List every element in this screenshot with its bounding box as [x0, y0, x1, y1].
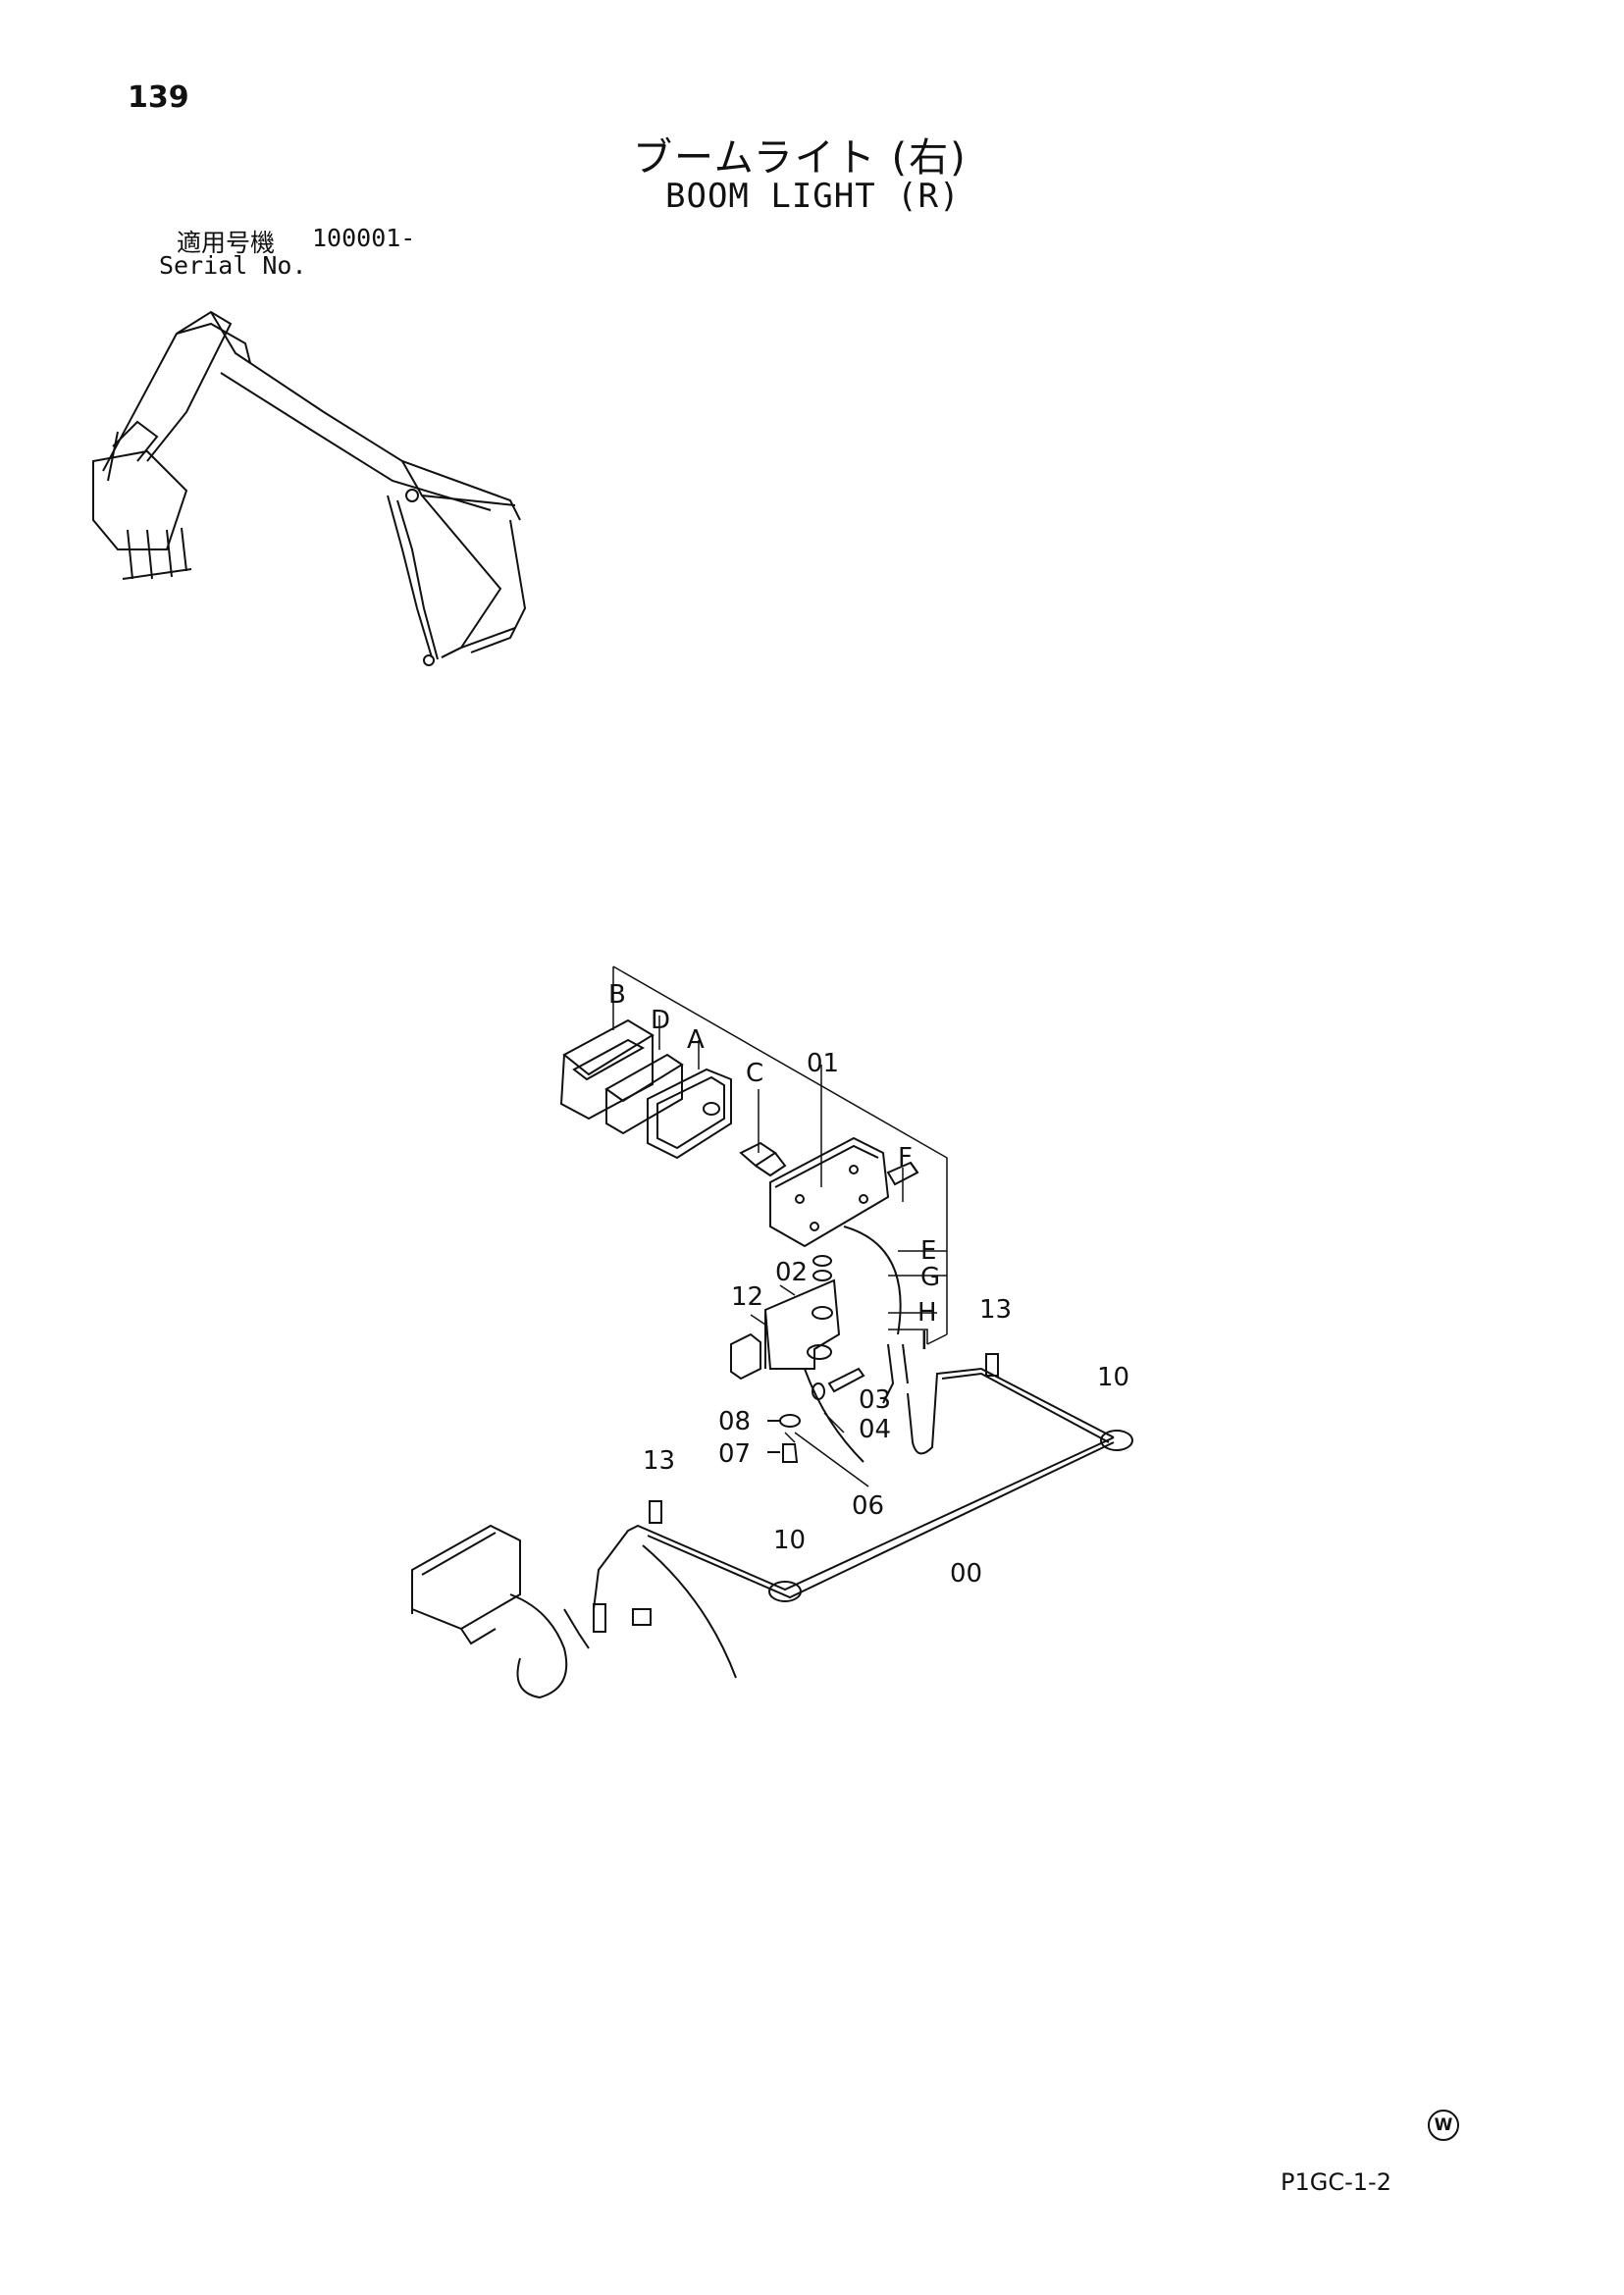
callout-08: 08	[718, 1407, 751, 1436]
part-02-bracket	[763, 1278, 841, 1370]
washers	[807, 1255, 833, 1360]
callout-07: 07	[718, 1439, 751, 1469]
callout-B: B	[608, 980, 626, 1010]
callout-13-upper: 13	[979, 1295, 1012, 1325]
serial-value: 100001-	[312, 224, 416, 252]
callout-C: C	[746, 1059, 763, 1088]
title-japanese: ブームライト (右)	[633, 135, 968, 181]
part-f-screw	[886, 1161, 919, 1186]
callout-G: G	[920, 1263, 940, 1292]
callout-D: D	[651, 1006, 670, 1035]
title-english: BOOM LIGHT (R)	[665, 177, 961, 216]
callout-F: F	[898, 1143, 913, 1173]
part-a-lens	[647, 1068, 732, 1160]
part-03-bolt	[827, 1367, 865, 1393]
callout-E: E	[920, 1236, 936, 1266]
serial-label-japanese: 適用号機	[177, 229, 276, 257]
boom-light-assembly	[411, 1524, 652, 1699]
part-12-rubber	[730, 1332, 761, 1381]
callout-03: 03	[859, 1385, 891, 1415]
part-b-gasket	[559, 1018, 655, 1121]
part-01-housing	[769, 1136, 890, 1248]
part-c-bulb	[739, 1141, 787, 1177]
callout-I: I	[920, 1327, 928, 1356]
wire-harness	[593, 1226, 1133, 1679]
callout-10-upper: 10	[1097, 1363, 1129, 1392]
page-number: 139	[128, 80, 189, 115]
leader-lines	[612, 965, 948, 1487]
part-d-frame	[604, 1053, 684, 1135]
callout-06: 06	[852, 1491, 884, 1521]
callout-12: 12	[731, 1282, 763, 1312]
callout-01: 01	[807, 1049, 839, 1078]
callout-10-lower: 10	[773, 1526, 806, 1555]
manufacturer-mark: W	[1428, 2110, 1459, 2141]
callout-04: 04	[859, 1415, 891, 1444]
page-code: P1GC-1-2	[1281, 2168, 1391, 2196]
serial-label-english: Serial No.	[159, 251, 307, 280]
callout-13-lower: 13	[643, 1446, 675, 1476]
callout-A: A	[687, 1025, 705, 1055]
parts-07-08	[767, 1414, 801, 1463]
callout-02: 02	[775, 1258, 808, 1287]
callout-00: 00	[950, 1559, 982, 1589]
callout-H: H	[917, 1298, 937, 1328]
